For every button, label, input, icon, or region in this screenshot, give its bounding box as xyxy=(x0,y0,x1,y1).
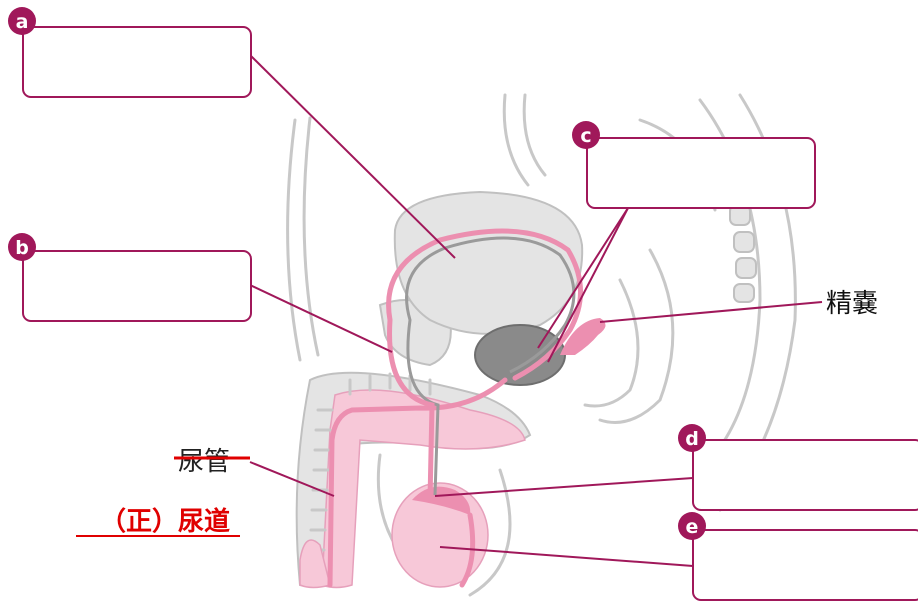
answer-box-b[interactable] xyxy=(22,250,252,322)
leader-c-1 xyxy=(537,207,629,349)
urethra-correct-label: （正）尿道 xyxy=(100,506,230,537)
badge-e xyxy=(678,512,706,540)
badge-e-letter: e xyxy=(686,516,699,538)
epididymis-tail xyxy=(459,512,476,588)
leader-d xyxy=(434,477,694,497)
label-a: a xyxy=(8,7,252,98)
body-outline-front-inner xyxy=(302,116,320,357)
badge-d xyxy=(678,424,706,452)
badge-a-letter: a xyxy=(16,11,29,33)
vertebrae xyxy=(729,204,757,303)
answer-box-d[interactable] xyxy=(692,439,918,511)
seminal-vesicle-label: 精嚢 xyxy=(826,289,878,319)
badge-b-letter: b xyxy=(15,237,29,259)
seminal-vesicle xyxy=(560,318,606,355)
label-b: b xyxy=(8,233,252,322)
badge-c-letter: c xyxy=(580,125,591,147)
urethra-wrong-label: 尿管 xyxy=(178,447,230,477)
abdomen-outline-inner xyxy=(522,93,547,177)
body-outline-front xyxy=(286,118,302,362)
vas-deferens xyxy=(386,228,583,503)
badge-a xyxy=(8,7,36,35)
leader-lines xyxy=(249,54,823,567)
scrotum-outline-right xyxy=(468,468,512,597)
label-c: c xyxy=(572,121,816,209)
vas-deferens-outline xyxy=(405,236,576,496)
leader-seminal-vesicle xyxy=(599,301,823,323)
leader-urethra xyxy=(249,461,335,497)
urethra-wrong-label-group: 尿管 xyxy=(174,447,250,477)
label-e: e xyxy=(678,512,918,601)
answer-box-a[interactable] xyxy=(22,26,252,98)
leader-a xyxy=(249,54,456,259)
urethra-correct-label-group: （正）尿道 xyxy=(76,506,240,537)
label-d: d xyxy=(678,424,918,511)
abdomen-outline xyxy=(502,93,530,187)
rectum-inner xyxy=(583,278,640,408)
answer-box-c[interactable] xyxy=(586,137,816,209)
leader-b xyxy=(249,284,393,353)
badge-b xyxy=(8,233,36,261)
leader-e xyxy=(439,546,694,567)
badge-c xyxy=(572,121,600,149)
leader-c-2 xyxy=(547,207,629,363)
answer-box-e[interactable] xyxy=(692,529,918,601)
rectum-outline xyxy=(598,248,675,424)
urethra xyxy=(327,377,508,588)
badge-d-letter: d xyxy=(685,428,699,450)
